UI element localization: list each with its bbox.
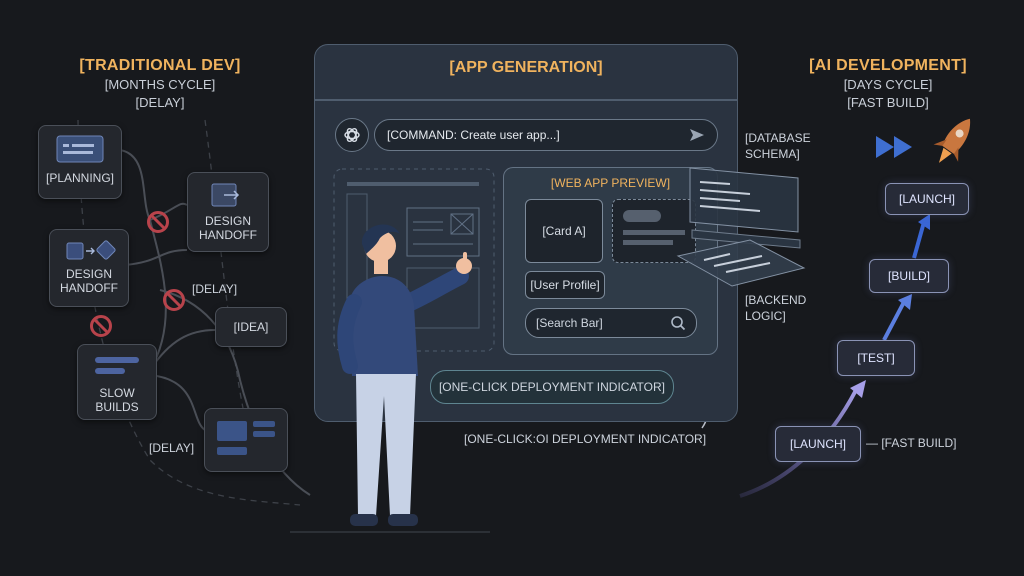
delay-label-bottom: [DELAY] (149, 441, 195, 455)
database-schema-label: [DATABASE SCHEMA] (745, 130, 811, 162)
panel-divider (315, 99, 737, 101)
one-click-deploy-button[interactable]: [ONE-CLICK DEPLOYMENT INDICATOR] (430, 370, 674, 404)
user-profile-label: [User Profile] (530, 278, 600, 292)
no-entry-icon (163, 289, 185, 311)
database-schema-line2: SCHEMA] (745, 147, 800, 161)
dashed-guide-1 (77, 119, 301, 506)
deploy-button-label: [ONE-CLICK DEPLOYMENT INDICATOR] (438, 380, 666, 394)
slow-builds-label: SLOW BUILDS (95, 386, 139, 414)
command-text: [COMMAND: Create user app...] (387, 128, 560, 142)
user-profile-card[interactable]: [User Profile] (525, 271, 605, 299)
dashboard-layout-icon (217, 421, 275, 455)
planning-card: [PLANNING] (38, 125, 122, 199)
design-handoff-card-right: DESIGN HANDOFF (187, 172, 269, 252)
placeholder-card (612, 199, 696, 263)
no-entry-icon (90, 315, 112, 337)
growth-arrowhead-3 (918, 214, 930, 230)
tangle-line-1 (119, 149, 167, 371)
planning-label: [PLANNING] (45, 171, 114, 185)
wireframe-sketch (333, 168, 495, 352)
test-node: [TEST] (837, 340, 915, 376)
card-a-label: [Card A] (542, 224, 586, 238)
traditional-subtitle-cycle: [MONTHS CYCLE] (104, 77, 216, 92)
dashed-guide-2 (204, 119, 251, 441)
design-handoff-label-left: DESIGN HANDOFF (60, 267, 118, 295)
app-generation-title: [APP GENERATION] (449, 59, 603, 76)
growth-arrowhead-2 (898, 294, 912, 310)
delay-label-mid: [DELAY] (192, 282, 238, 296)
openai-logo-button[interactable] (335, 118, 369, 152)
dashboard-card (204, 408, 288, 472)
handoff-icon (66, 240, 116, 260)
idea-card: [IDEA] (215, 307, 287, 347)
search-icon[interactable] (670, 315, 686, 331)
preview-title: [WEB APP PREVIEW] (550, 176, 671, 190)
rocket-icon (933, 118, 971, 163)
design-icon (211, 183, 240, 207)
deploy-caption: [ONE-CLICK:OI DEPLOYMENT INDICATOR] (464, 432, 707, 446)
fast-build-label: — [FAST BUILD] (866, 436, 957, 450)
traditional-subtitle-delay: [DELAY] (135, 95, 185, 110)
ai-dev-title: [AI DEVELOPMENT] (809, 57, 967, 74)
command-input[interactable]: [COMMAND: Create user app...] (374, 119, 718, 151)
no-entry-icon (147, 211, 169, 233)
developer-figure (337, 224, 472, 526)
build-node: [BUILD] (869, 259, 949, 293)
launch-node-top: [LAUNCH] (885, 183, 969, 215)
growth-arrowhead-1 (850, 380, 866, 398)
database-schema-line1: [DATABASE (745, 131, 811, 145)
launch-node-bottom: [LAUNCH] (775, 426, 861, 462)
send-icon[interactable] (689, 128, 705, 142)
slow-builds-card: SLOW BUILDS (77, 344, 157, 420)
openai-logo-icon (344, 127, 360, 143)
launch-top-label: [LAUNCH] (898, 192, 955, 206)
traditional-title: [TRADITIONAL DEV] (79, 57, 241, 74)
database-layers-icon (676, 167, 806, 287)
search-bar-label: [Search Bar] (536, 316, 603, 330)
growth-arrow-3 (912, 221, 926, 259)
backend-logic-line1: [BACKEND (745, 293, 807, 307)
ai-dev-subtitle-fast: [FAST BUILD] (847, 95, 929, 110)
ai-dev-subtitle-cycle: [DAYS CYCLE] (843, 77, 933, 92)
backend-logic-label: [BACKEND LOGIC] (745, 292, 806, 324)
card-a[interactable]: [Card A] (525, 199, 603, 263)
growth-arrow-2 (882, 301, 906, 341)
tangle-line-3 (124, 249, 188, 266)
document-icon (56, 135, 104, 163)
launch-bottom-label: [LAUNCH] (789, 437, 846, 451)
search-bar-input[interactable]: [Search Bar] (525, 308, 697, 338)
test-label: [TEST] (857, 351, 895, 365)
build-bars-icon (95, 357, 139, 374)
design-handoff-label-right: DESIGN HANDOFF (199, 214, 257, 242)
tangle-line-5 (149, 374, 206, 431)
idea-label: [IDEA] (233, 320, 269, 334)
build-label: [BUILD] (887, 269, 930, 283)
backend-logic-line2: LOGIC] (745, 309, 786, 323)
fast-forward-icon (876, 136, 912, 158)
design-handoff-card-left: DESIGN HANDOFF (49, 229, 129, 307)
tangle-line-2 (149, 202, 188, 221)
